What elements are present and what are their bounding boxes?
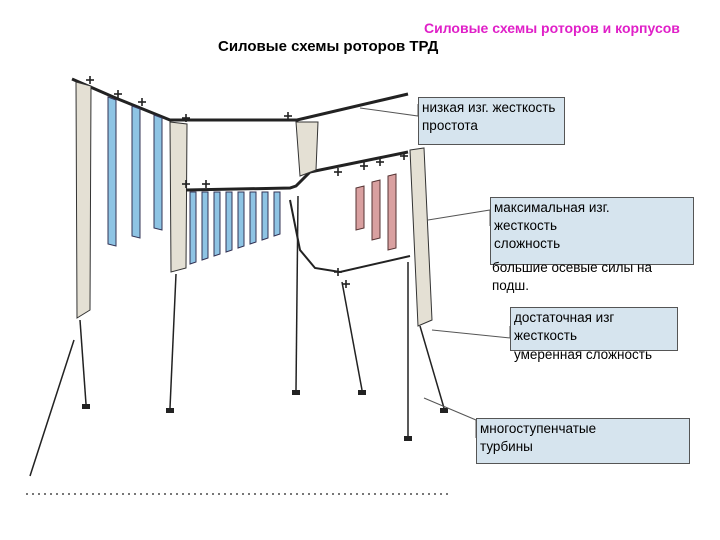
callout-max-stiffness-overflow: большие осевые силы на подш. xyxy=(492,259,652,295)
callout-sufficient-stiffness-overflow: умеренная сложность xyxy=(514,347,652,362)
support-legs xyxy=(29,195,445,477)
section-title: Силовые схемы роторов и корпусов xyxy=(424,20,680,36)
middle-rotor-shaft xyxy=(185,150,409,192)
compressor-disks xyxy=(75,81,188,319)
callout-max-stiffness: максимальная изг. жесткость сложность xyxy=(490,197,694,265)
callout-text: жесткость xyxy=(494,218,558,233)
callout-text: простота xyxy=(422,118,478,133)
callout-sufficient-stiffness: достаточная изг жесткость xyxy=(510,307,678,351)
callout-text: подш. xyxy=(492,278,529,293)
callout-multistage-turbines: многоступенчатые турбины xyxy=(476,418,690,464)
compressor-blades-rear xyxy=(189,191,281,265)
compressor-blades-front xyxy=(107,96,163,247)
callout-text: достаточная изг xyxy=(514,310,615,325)
callout-text: многоступенчатые xyxy=(480,421,597,436)
callout-text: сложность xyxy=(494,236,561,251)
callout-text: жесткость xyxy=(514,328,578,343)
callout-low-stiffness: низкая изг. жесткость простота xyxy=(418,97,565,145)
bearing-marks xyxy=(86,76,408,288)
turbine-disk xyxy=(295,121,433,327)
page-title: Силовые схемы роторов ТРД xyxy=(218,38,439,55)
upper-rotor xyxy=(71,77,409,171)
callout-text: большие осевые силы на xyxy=(492,260,652,275)
middle-rotor xyxy=(185,150,411,274)
callout-text: максимальная изг. xyxy=(494,200,610,215)
upper-rotor-shaft xyxy=(71,77,409,122)
callout-text: турбины xyxy=(480,439,533,454)
callout-text: низкая изг. жесткость xyxy=(422,100,556,115)
callout-leaders xyxy=(359,104,511,438)
turbine-blades xyxy=(355,173,397,251)
support-feet xyxy=(82,390,448,441)
middle-rotor-lower xyxy=(289,199,411,274)
